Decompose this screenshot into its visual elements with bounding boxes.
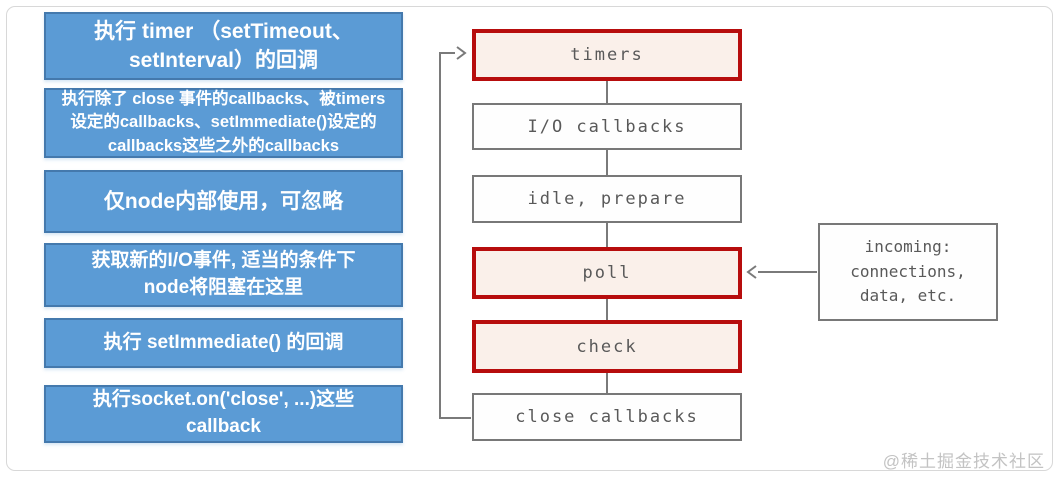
note-text: 执行 setImmediate() 的回调 — [103, 331, 344, 353]
phase-label: check — [576, 336, 638, 357]
incoming-arrowhead-left-icon — [746, 265, 757, 279]
phase-label: close callbacks — [515, 407, 699, 427]
phase-box-timers: timers — [472, 29, 742, 81]
note-timers-phase: 执行 timer （setTimeout、 setInterval）的回调 — [44, 12, 403, 80]
phase-box-check: check — [472, 320, 742, 373]
phase-box-poll: poll — [472, 247, 742, 299]
incoming-connections-text: incoming: connections, data, etc. — [850, 236, 966, 306]
note-idle-prepare-phase: 仅node内部使用，可忽略 — [44, 170, 403, 233]
note-poll-phase: 获取新的I/O事件, 适当的条件下 node将阻塞在这里 — [44, 243, 403, 307]
phase-label: I/O callbacks — [527, 116, 687, 137]
watermark: @稀土掘金技术社区 — [882, 452, 1045, 471]
incoming-connections-box: incoming: connections, data, etc. — [818, 223, 998, 321]
note-text: 执行socket.on('close', ...)这些 callback — [92, 389, 355, 437]
loop-back-line — [439, 52, 471, 419]
phase-box-idle-prepare: idle, prepare — [472, 175, 742, 223]
note-text: 仅node内部使用，可忽略 — [103, 189, 344, 213]
phase-label: poll — [582, 263, 632, 283]
phase-label: idle, prepare — [527, 189, 687, 209]
note-text: 执行除了 close 事件的callbacks、被timers 设定的callb… — [61, 90, 386, 155]
phase-box-close-callbacks: close callbacks — [472, 393, 742, 441]
note-text: 执行 timer （setTimeout、 setInterval）的回调 — [94, 19, 353, 72]
phase-label: timers — [570, 45, 644, 65]
note-close-callbacks-phase: 执行socket.on('close', ...)这些 callback — [44, 385, 403, 443]
phase-box-io-callbacks: I/O callbacks — [472, 103, 742, 150]
note-text: 获取新的I/O事件, 适当的条件下 node将阻塞在这里 — [91, 250, 356, 298]
note-io-callbacks-phase: 执行除了 close 事件的callbacks、被timers 设定的callb… — [44, 88, 403, 158]
note-check-phase: 执行 setImmediate() 的回调 — [44, 318, 403, 368]
loop-arrowhead-right-icon — [456, 46, 467, 60]
